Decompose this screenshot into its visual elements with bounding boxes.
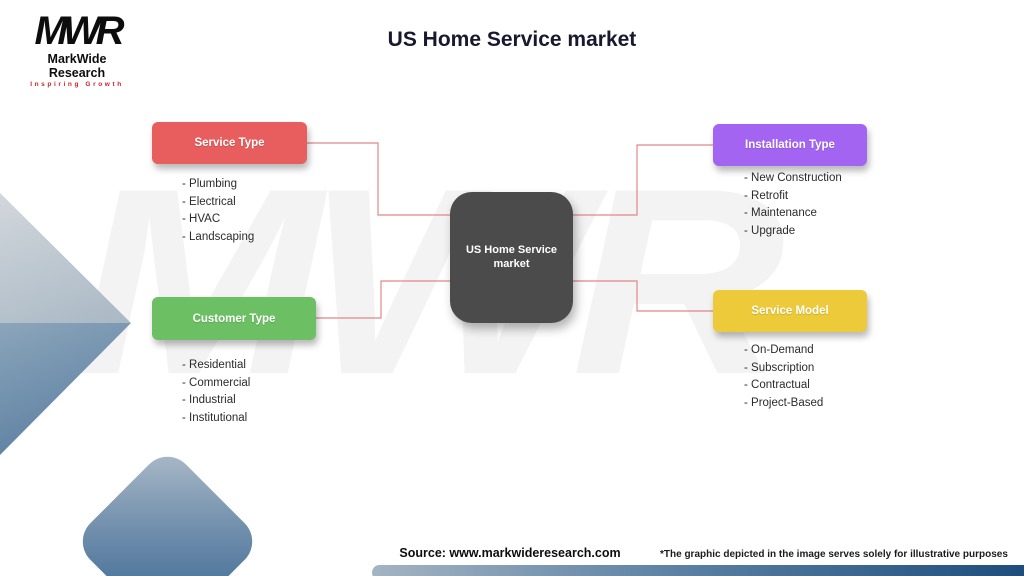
list-item: - Subscription bbox=[744, 361, 815, 374]
page-title: US Home Service market bbox=[387, 28, 637, 51]
center-node-label: US Home Service market bbox=[465, 243, 558, 270]
markwide-logo: MWR MarkWide Research Inspiring Growth bbox=[22, 10, 132, 88]
list-item: - Residential bbox=[182, 359, 246, 371]
list-item: - Electrical bbox=[182, 195, 236, 208]
service-model-items: - On-Demand - Subscription - Contractual… bbox=[744, 342, 823, 412]
bottom-edge-bar bbox=[372, 565, 1024, 576]
list-item: - New Construction bbox=[744, 172, 842, 184]
list-item: - Commercial bbox=[182, 376, 251, 389]
disclaimer-text: *The graphic depicted in the image serve… bbox=[660, 549, 1008, 560]
list-item: - Project-Based bbox=[744, 396, 824, 409]
mwr-watermark: MWR bbox=[75, 134, 785, 430]
connector-customer-type bbox=[316, 280, 450, 319]
list-item: - Industrial bbox=[182, 394, 236, 406]
logo-company-name: MarkWide Research bbox=[47, 52, 107, 80]
customer-type-items: - Residential - Commercial - Industrial … bbox=[182, 357, 250, 427]
source-text: Source: www.markwideresearch.com bbox=[399, 546, 621, 560]
logo-tagline: Inspiring Growth bbox=[30, 81, 124, 88]
node-customer-type: Customer Type bbox=[152, 297, 316, 340]
list-item: - Retrofit bbox=[744, 189, 789, 202]
list-item: - On-Demand bbox=[744, 344, 814, 356]
node-service-model: Service Model bbox=[713, 290, 867, 332]
node-installation-type-label: Installation Type bbox=[745, 139, 835, 151]
connector-installation-type bbox=[573, 144, 713, 216]
list-item: - Institutional bbox=[182, 411, 248, 424]
center-node: US Home Service market bbox=[450, 192, 573, 323]
service-type-items: - Plumbing - Electrical - HVAC - Landsca… bbox=[182, 176, 254, 246]
mwr-logo-letters: MWR bbox=[34, 9, 125, 53]
list-item: - Plumbing bbox=[182, 178, 237, 190]
node-customer-type-label: Customer Type bbox=[192, 312, 276, 325]
node-service-model-label: Service Model bbox=[751, 305, 829, 317]
node-installation-type: Installation Type bbox=[713, 124, 867, 166]
installation-type-items: - New Construction - Retrofit - Maintena… bbox=[744, 170, 842, 240]
connector-service-type bbox=[307, 142, 450, 216]
node-service-type: Service Type bbox=[152, 122, 307, 164]
list-item: - HVAC bbox=[182, 213, 221, 225]
list-item: - Maintenance bbox=[744, 207, 817, 219]
list-item: - Contractual bbox=[744, 379, 810, 391]
list-item: - Landscaping bbox=[182, 230, 255, 243]
node-service-type-label: Service Type bbox=[194, 137, 265, 149]
connector-service-model bbox=[573, 280, 713, 312]
list-item: - Upgrade bbox=[744, 224, 796, 237]
